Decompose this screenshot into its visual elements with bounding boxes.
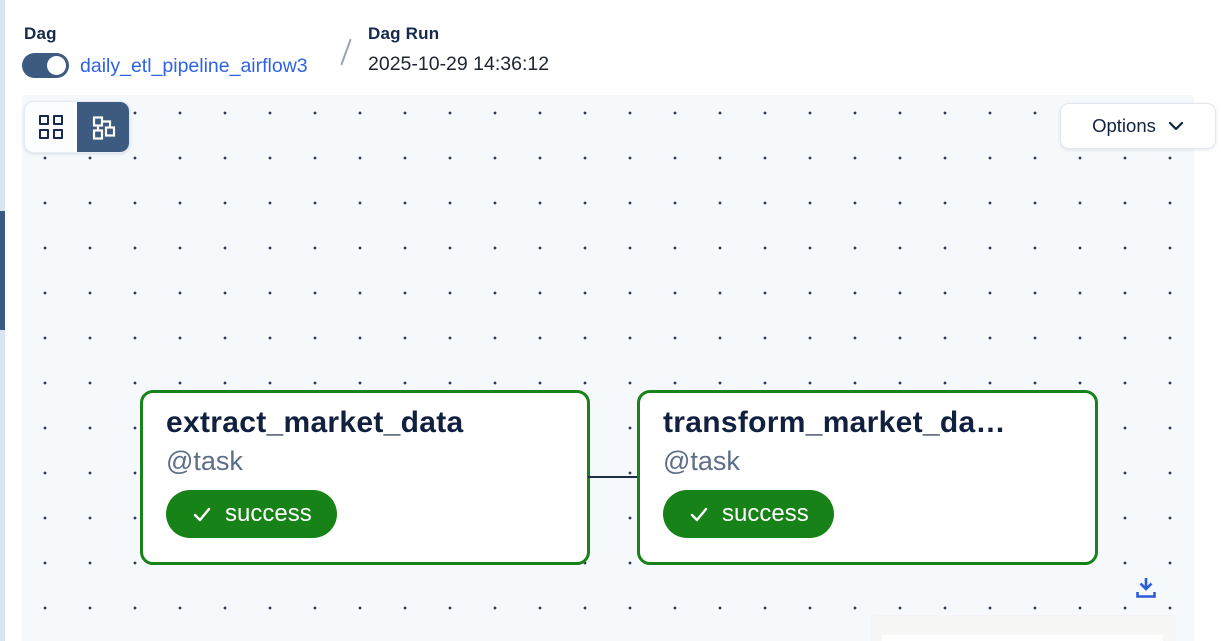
task-node-extract[interactable]: extract_market_data @task success — [140, 390, 590, 565]
grid-view-button[interactable] — [25, 102, 77, 152]
dag-run-label: Dag Run — [368, 24, 440, 43]
dag-run-timestamp: 2025-10-29 14:36:12 — [368, 53, 550, 75]
status-badge: success — [166, 490, 337, 538]
check-icon — [690, 507, 708, 522]
minimap[interactable] — [872, 616, 1174, 641]
dag-enabled-toggle[interactable] — [22, 53, 69, 78]
view-switcher — [24, 101, 130, 153]
status-badge: success — [663, 490, 834, 538]
download-image-button[interactable] — [1128, 571, 1164, 605]
task-decorator: @task — [166, 446, 243, 476]
grid-icon — [39, 115, 63, 139]
check-icon — [193, 507, 211, 522]
breadcrumb: Dag daily_etl_pipeline_airflow3 Dag Run … — [22, 0, 1221, 95]
graph-view-button[interactable] — [77, 102, 129, 152]
task-decorator: @task — [663, 446, 740, 476]
task-title: transform_market_da… — [663, 406, 1006, 439]
dag-name-link[interactable]: daily_etl_pipeline_airflow3 — [80, 55, 308, 77]
minimap-viewport[interactable] — [882, 635, 1163, 641]
breadcrumb-separator-icon — [340, 38, 352, 66]
page-scrollbar-track[interactable] — [0, 0, 5, 641]
download-icon — [1136, 578, 1156, 598]
dag-label: Dag — [24, 24, 57, 43]
task-node-transform[interactable]: transform_market_da… @task success — [637, 390, 1098, 565]
task-title: extract_market_data — [166, 406, 464, 439]
graph-canvas[interactable]: extract_market_data @task success transf… — [22, 95, 1194, 641]
status-label: success — [225, 500, 312, 527]
status-label: success — [722, 500, 809, 527]
task-edge — [588, 476, 637, 479]
chevron-down-icon — [1168, 121, 1183, 131]
options-button[interactable]: Options — [1060, 103, 1216, 149]
page-scrollbar-thumb[interactable] — [0, 211, 5, 330]
graph-icon — [92, 115, 115, 140]
options-label: Options — [1092, 115, 1156, 136]
toggle-knob-icon — [47, 56, 66, 75]
